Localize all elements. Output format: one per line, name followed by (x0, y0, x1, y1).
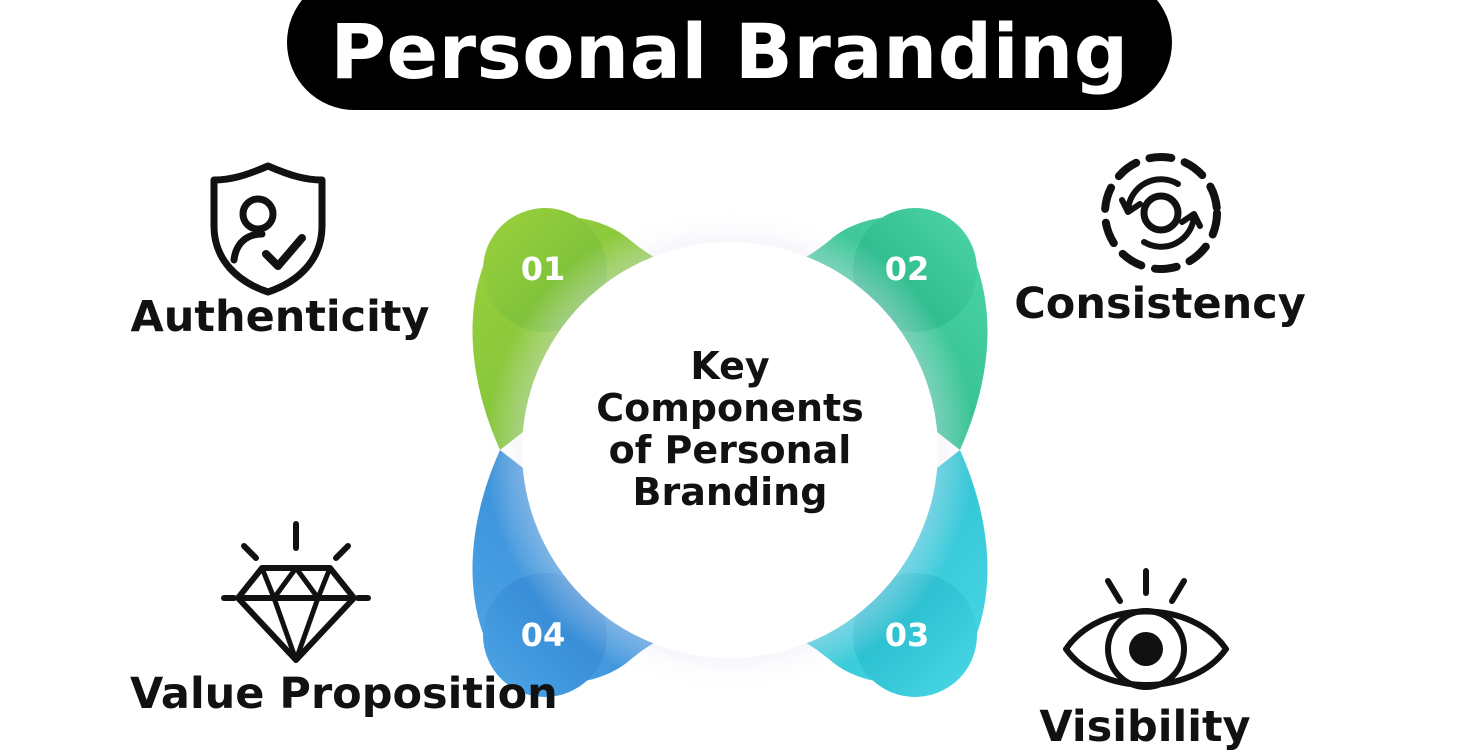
component-label-visibility: Visibility (1039, 702, 1251, 752)
component-number-01: 01 (520, 250, 566, 288)
center-title: Key Components of Personal Branding (560, 345, 900, 513)
components-hub: 01 02 03 04 Key Components of Personal B… (440, 160, 1020, 740)
center-title-line-1: Key (690, 344, 770, 388)
component-number-03: 03 (884, 616, 930, 654)
diamond-icon (220, 520, 372, 665)
title-banner: Personal Branding (287, 0, 1172, 110)
component-label-authenticity: Authenticity (130, 292, 430, 342)
refresh-cycle-icon (1096, 148, 1226, 278)
user-shield-check-icon (206, 160, 330, 296)
eye-icon (1060, 565, 1232, 695)
component-number-02: 02 (884, 250, 930, 288)
center-title-line-4: Branding (632, 470, 828, 514)
center-circle (522, 242, 938, 658)
hub-graphic (472, 205, 988, 697)
center-title-line-2: Components (596, 386, 864, 430)
center-title-line-3: of Personal (608, 428, 852, 472)
page-title: Personal Branding (330, 7, 1129, 96)
component-label-value-proposition: Value Proposition (130, 669, 558, 719)
component-label-consistency: Consistency (1014, 279, 1306, 329)
component-number-04: 04 (520, 616, 566, 654)
